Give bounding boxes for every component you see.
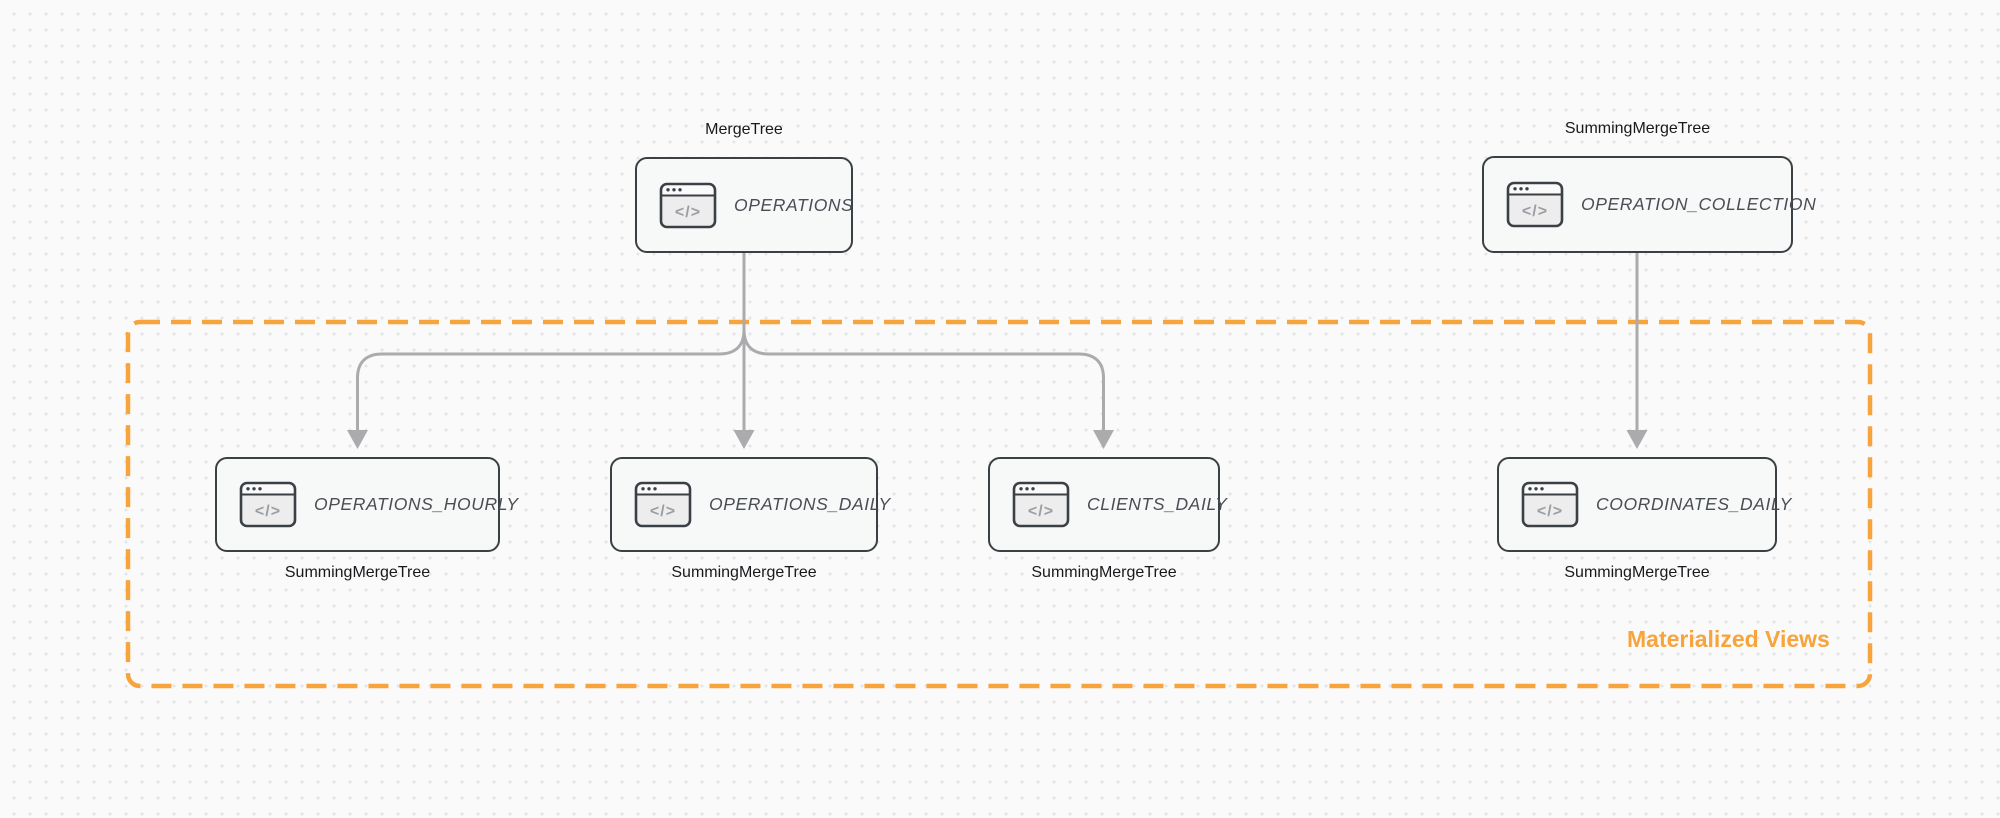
table-name: COORDINATES_DAILY <box>1596 494 1792 514</box>
arrowhead-icon <box>347 430 368 449</box>
table-node-operations[interactable]: </> OPERATIONS <box>635 157 853 253</box>
svg-text:</>: </> <box>1522 203 1548 220</box>
engine-label-operations: MergeTree <box>705 121 783 138</box>
engine-label-operations-daily: SummingMergeTree <box>671 564 817 581</box>
table-name: OPERATIONS <box>734 194 854 215</box>
code-window-icon: </> <box>239 481 297 528</box>
table-node-operations-hourly[interactable]: </> OPERATIONS_HOURLY <box>215 457 518 552</box>
code-window-icon: </> <box>1012 481 1070 528</box>
table-name: CLIENTS_DAILY <box>1087 494 1228 514</box>
table-name: OPERATIONS_DAILY <box>709 494 891 514</box>
edge-operations-to-clients-daily <box>742 253 1105 432</box>
table-name: OPERATIONS_HOURLY <box>314 494 519 514</box>
svg-text:</>: </> <box>650 503 676 520</box>
table-node-clients-daily[interactable]: </> CLIENTS_DAILY <box>988 457 1227 552</box>
table-name: OPERATION_COLLECTION <box>1581 194 1817 214</box>
table-node-operations-daily[interactable]: </> OPERATIONS_DAILY <box>610 457 890 552</box>
svg-text:</>: </> <box>255 503 281 520</box>
arrowhead-icon <box>1093 430 1114 449</box>
engine-label-operations-hourly: SummingMergeTree <box>284 564 431 581</box>
svg-text:</>: </> <box>675 204 701 221</box>
svg-text:</>: </> <box>1537 503 1563 520</box>
arrowhead-icon <box>733 430 755 449</box>
engine-label-coordinates-daily: SummingMergeTree <box>1564 564 1710 581</box>
edge-operations-to-operations-hourly <box>356 253 746 432</box>
code-window-icon: </> <box>1521 481 1579 528</box>
engine-label-clients-daily: SummingMergeTree <box>1031 564 1177 581</box>
code-window-icon: </> <box>1506 181 1564 228</box>
materialized-views-label: Materialized Views <box>1627 626 1830 652</box>
engine-label-operation-collection: SummingMergeTree <box>1564 120 1711 137</box>
code-window-icon: </> <box>659 182 717 229</box>
code-window-icon: </> <box>634 481 692 528</box>
svg-text:</>: </> <box>1028 503 1054 520</box>
table-node-operation-collection[interactable]: </> OPERATION_COLLECTION <box>1482 156 1816 253</box>
table-node-coordinates-daily[interactable]: </> COORDINATES_DAILY <box>1497 457 1791 552</box>
arrowhead-icon <box>1626 430 1648 449</box>
